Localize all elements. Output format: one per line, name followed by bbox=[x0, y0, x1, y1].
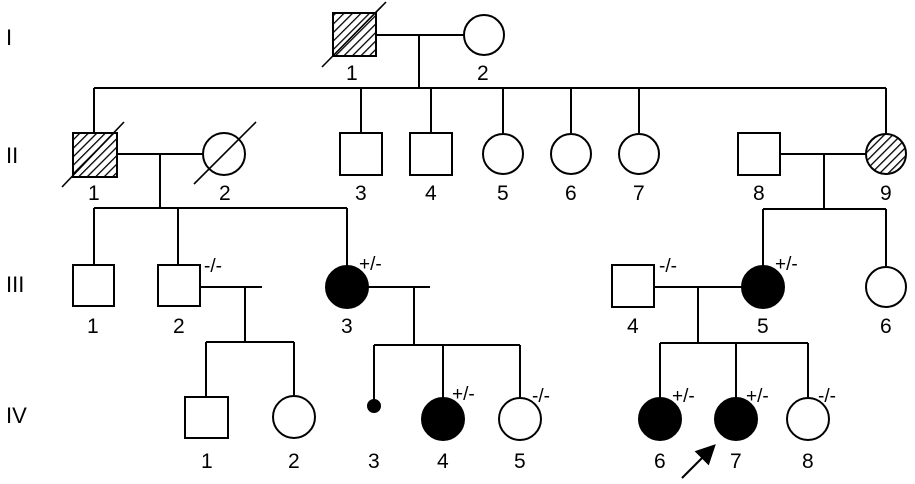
individual-i-1[interactable]: 1 bbox=[321, 1, 387, 85]
individual-iv-1[interactable]: 1 bbox=[184, 396, 229, 473]
genotype-label: -/- bbox=[659, 256, 677, 277]
individual-label: 4 bbox=[425, 182, 437, 205]
female-symbol bbox=[865, 266, 907, 308]
individual-label: 4 bbox=[437, 450, 449, 473]
individual-iii-3[interactable]: +/- 3 bbox=[325, 254, 382, 338]
male-symbol bbox=[611, 264, 655, 308]
male-symbol bbox=[339, 132, 383, 176]
genotype-label: +/- bbox=[359, 254, 382, 275]
individual-label: 6 bbox=[565, 182, 577, 205]
deceased-slash bbox=[321, 1, 387, 68]
individual-iii-4[interactable]: -/- 4 bbox=[611, 256, 677, 338]
individual-iii-5[interactable]: +/- 5 bbox=[741, 254, 798, 338]
individual-i-2[interactable]: 2 bbox=[463, 14, 505, 85]
female-affected-symbol bbox=[638, 397, 682, 441]
individual-label: 2 bbox=[173, 315, 185, 338]
deceased-slash bbox=[193, 121, 257, 185]
individual-iii-1[interactable]: 1 bbox=[72, 264, 115, 338]
female-symbol bbox=[482, 133, 524, 175]
individual-label: 8 bbox=[753, 182, 765, 205]
genotype-label: -/- bbox=[204, 256, 222, 277]
individual-label: 7 bbox=[730, 450, 742, 473]
individual-label: 4 bbox=[627, 315, 639, 338]
male-symbol bbox=[72, 264, 115, 307]
genotype-label: +/- bbox=[746, 386, 769, 407]
generation-label-i: I bbox=[6, 25, 12, 50]
genotype-label: +/- bbox=[452, 384, 475, 405]
individual-label: 6 bbox=[880, 315, 892, 338]
individual-ii-2[interactable]: 2 bbox=[193, 121, 257, 205]
female-affected-symbol bbox=[421, 397, 465, 441]
individual-label: 5 bbox=[757, 315, 769, 338]
individual-label: 3 bbox=[355, 182, 367, 205]
individual-ii-7[interactable]: 7 bbox=[618, 133, 660, 205]
individual-iv-4[interactable]: +/- 4 bbox=[421, 384, 475, 473]
female-affected-symbol bbox=[325, 265, 369, 309]
individual-iv-6[interactable]: +/- 6 bbox=[638, 386, 695, 473]
relationship-lines bbox=[93, 34, 887, 400]
individual-ii-1[interactable]: 1 bbox=[61, 121, 125, 205]
individual-ii-9[interactable]: 9 bbox=[865, 133, 907, 205]
individual-label: 1 bbox=[201, 450, 213, 473]
individual-label: 2 bbox=[219, 182, 231, 205]
female-symbol bbox=[498, 397, 542, 441]
individual-iv-7[interactable]: +/- 7 bbox=[681, 386, 769, 479]
female-symbol bbox=[786, 397, 830, 441]
individual-iv-2[interactable]: 2 bbox=[272, 395, 316, 473]
individual-label: 5 bbox=[514, 450, 526, 473]
individual-label: 3 bbox=[368, 450, 380, 473]
individual-label: 7 bbox=[633, 182, 645, 205]
individual-label: 2 bbox=[477, 62, 489, 85]
individual-ii-5[interactable]: 5 bbox=[482, 133, 524, 205]
male-symbol bbox=[737, 132, 781, 176]
genotype-label: +/- bbox=[775, 254, 798, 275]
genotype-label: +/- bbox=[672, 386, 695, 407]
individual-ii-3[interactable]: 3 bbox=[339, 132, 383, 205]
generation-label-iii: III bbox=[6, 272, 24, 297]
individual-label: 9 bbox=[880, 182, 892, 205]
female-symbol bbox=[550, 133, 592, 175]
individual-label: 1 bbox=[88, 182, 100, 205]
individual-iii-2[interactable]: -/- 2 bbox=[157, 256, 222, 338]
female-affected-symbol bbox=[714, 397, 758, 441]
genotype-label: -/- bbox=[532, 386, 550, 407]
female-symbol bbox=[272, 395, 316, 439]
individual-ii-8[interactable]: 8 bbox=[737, 132, 781, 205]
genotype-label: -/- bbox=[818, 386, 836, 407]
individual-label: 3 bbox=[341, 315, 353, 338]
individual-iii-6[interactable]: 6 bbox=[865, 266, 907, 338]
female-symbol bbox=[463, 14, 505, 56]
individual-label: 6 bbox=[654, 450, 666, 473]
individual-iv-5[interactable]: -/- 5 bbox=[498, 386, 550, 473]
male-symbol bbox=[184, 396, 229, 439]
individual-ii-4[interactable]: 4 bbox=[409, 132, 453, 205]
male-hatched-symbol bbox=[72, 132, 118, 178]
female-symbol bbox=[618, 133, 660, 175]
generation-label-ii: II bbox=[6, 143, 18, 168]
individual-label: 1 bbox=[346, 62, 358, 85]
male-symbol bbox=[409, 132, 453, 176]
individual-label: 5 bbox=[497, 182, 509, 205]
deceased-slash bbox=[61, 121, 125, 188]
male-symbol bbox=[157, 264, 201, 307]
individual-label: 1 bbox=[87, 315, 99, 338]
miscarriage-dot bbox=[367, 399, 381, 413]
individual-iv-8[interactable]: -/- 8 bbox=[786, 386, 836, 473]
individual-iv-3[interactable]: 3 bbox=[367, 399, 381, 474]
individual-label: 2 bbox=[288, 450, 300, 473]
individual-ii-6[interactable]: 6 bbox=[550, 133, 592, 205]
female-affected-symbol bbox=[741, 265, 785, 309]
generation-label-iv: IV bbox=[6, 403, 27, 428]
proband-arrow-icon bbox=[681, 444, 716, 479]
female-hatched-symbol bbox=[865, 133, 907, 175]
individual-label: 8 bbox=[802, 450, 814, 473]
